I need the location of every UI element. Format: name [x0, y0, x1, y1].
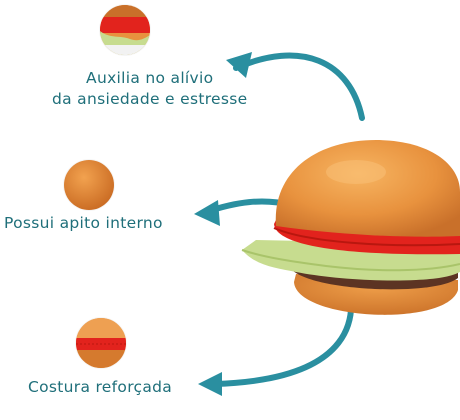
arrow-head-middle — [194, 200, 220, 226]
detail-thumbnail-stitching — [76, 318, 126, 368]
burger-toy-image — [241, 140, 460, 315]
feature-anxiety-relief: Auxilia no alívio da ansiedade e estress… — [52, 68, 247, 110]
arrow-head-bottom — [198, 372, 222, 396]
feature-line-1: Auxilia no alívio — [86, 69, 214, 87]
feature-line-2: da ansiedade e estresse — [52, 90, 248, 108]
feature-squeaker: Possui apito interno — [4, 214, 163, 232]
detail-thumbnail-fabric — [100, 5, 150, 55]
detail-thumbnail-bun — [64, 160, 114, 210]
arrow-head-top — [226, 52, 252, 78]
feature-reinforced-seams: Costura reforçada — [28, 378, 173, 396]
arrow-curved-left-icon — [233, 52, 365, 121]
